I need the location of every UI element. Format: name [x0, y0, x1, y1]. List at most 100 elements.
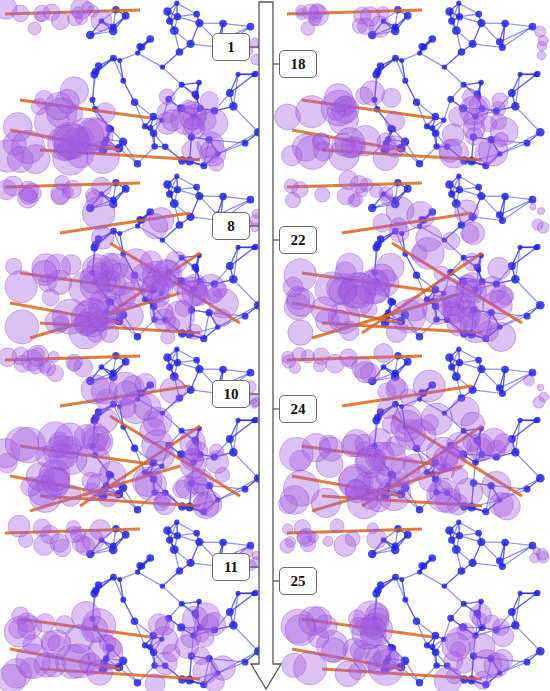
network-node	[226, 262, 234, 270]
network-node	[477, 19, 485, 27]
purple-blob	[179, 101, 207, 129]
network-edge	[459, 176, 479, 187]
network-edge	[177, 3, 197, 14]
network-node	[119, 137, 128, 146]
purple-volume	[0, 175, 261, 349]
network-edge	[512, 247, 538, 266]
network-edge	[223, 23, 250, 26]
purple-blob	[537, 222, 549, 234]
purple-blob	[88, 301, 118, 331]
network-node	[166, 363, 173, 370]
purple-blob	[92, 227, 114, 249]
network-edge	[233, 106, 258, 132]
purple-volume	[275, 4, 549, 171]
purple-blob	[391, 218, 408, 235]
purple-blob	[134, 393, 161, 420]
purple-blob	[250, 400, 259, 409]
network-node	[251, 418, 256, 423]
network-node	[219, 193, 227, 201]
network-node	[372, 244, 380, 252]
network-node	[518, 245, 523, 250]
purple-blob	[337, 187, 354, 204]
network-node	[229, 102, 238, 111]
network-node	[166, 190, 173, 197]
network-node	[536, 301, 545, 310]
network-node	[524, 140, 531, 147]
network-node	[413, 271, 420, 278]
network-node	[193, 357, 200, 364]
purple-blob	[160, 377, 186, 403]
purple-blob	[177, 277, 206, 306]
purple-blob	[36, 11, 46, 21]
network-edge	[138, 53, 163, 67]
purple-blob	[94, 409, 118, 433]
purple-blob	[12, 5, 29, 22]
purple-blob	[182, 449, 204, 471]
purple-blob	[463, 279, 487, 303]
network-node	[478, 80, 484, 86]
purple-blob	[360, 81, 385, 106]
purple-blob	[28, 22, 41, 35]
purple-blob	[358, 18, 375, 35]
network-node	[174, 359, 181, 366]
network-node	[442, 64, 447, 69]
network-node	[536, 128, 545, 137]
network-node	[247, 23, 255, 31]
network-node	[162, 143, 169, 150]
network-node	[131, 444, 138, 451]
network-edge	[417, 102, 427, 126]
network-node	[174, 347, 179, 352]
network-node	[416, 333, 423, 340]
network-node	[390, 299, 396, 305]
purple-blob	[135, 374, 156, 395]
network-node	[134, 506, 141, 513]
purple-blob	[538, 35, 548, 45]
network-node	[511, 275, 520, 284]
network-node	[404, 185, 412, 193]
purple-blob	[332, 133, 355, 156]
network-node	[151, 143, 158, 150]
network-node	[529, 196, 537, 204]
network-node	[163, 7, 172, 16]
purple-blob	[460, 311, 491, 342]
network-node	[404, 12, 412, 20]
purple-blob	[161, 330, 175, 344]
network-node	[110, 55, 117, 62]
network-node	[163, 353, 172, 362]
purple-volume	[0, 345, 260, 519]
network-node	[452, 26, 461, 35]
purple-blob	[215, 467, 230, 482]
network-edge	[459, 349, 479, 360]
purple-volume	[283, 171, 549, 352]
network-node	[236, 72, 241, 77]
network-edge	[512, 74, 538, 93]
network-node	[163, 180, 172, 189]
network-node	[417, 50, 422, 55]
purple-blob	[193, 492, 219, 518]
purple-blob	[537, 51, 546, 60]
network-edge	[230, 421, 254, 439]
network-edge	[230, 247, 256, 266]
network-edge	[444, 67, 463, 85]
purple-blob	[18, 181, 38, 201]
network-node	[418, 43, 425, 50]
network-node	[447, 96, 454, 103]
purple-blob	[48, 351, 59, 362]
network-node	[392, 55, 399, 62]
network-edge	[177, 349, 197, 360]
purple-blob	[51, 12, 69, 30]
network-graph	[368, 347, 545, 516]
purple-blob	[120, 249, 152, 281]
purple-blob	[12, 130, 45, 163]
network-node	[229, 448, 238, 457]
purple-blob	[47, 365, 63, 381]
network-node	[117, 58, 122, 63]
purple-volume	[0, 0, 268, 175]
purple-blob	[32, 260, 57, 285]
network-node	[428, 35, 436, 43]
network-node	[402, 78, 408, 84]
network-node	[135, 223, 140, 228]
purple-blob	[194, 494, 213, 513]
network-edge	[512, 248, 536, 266]
network-node	[458, 48, 466, 56]
